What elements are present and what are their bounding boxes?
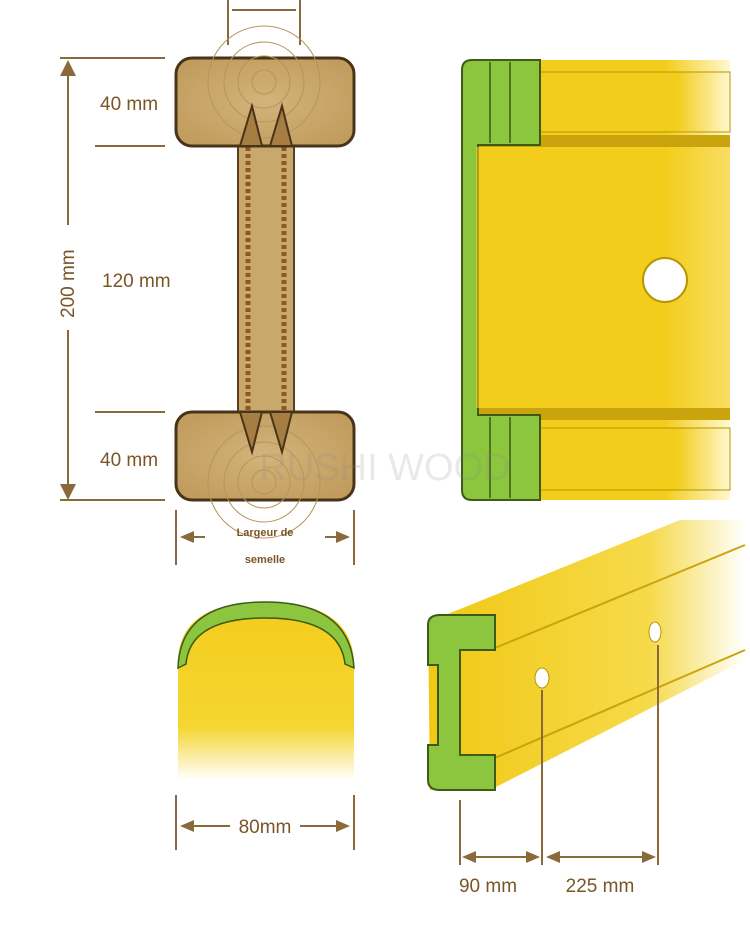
hole	[642, 257, 688, 303]
beam-perspective-view	[427, 520, 746, 865]
end-cap-view	[175, 601, 355, 850]
hole-spacing-label: 225 mm	[566, 876, 635, 897]
top-flange	[174, 56, 356, 148]
i-beam-cross-section	[60, 0, 356, 565]
web-label: 120 mm	[102, 271, 171, 292]
beam-side-view	[461, 59, 731, 501]
total-height-label: 200 mm	[58, 249, 79, 318]
flange-width-label-1: Largeur de	[237, 527, 294, 539]
hole-offset-label: 90 mm	[459, 876, 517, 897]
bottom-flange-label: 40 mm	[100, 450, 158, 471]
flange-width-label-2: semelle	[245, 554, 285, 566]
watermark: RUSHI WOOD	[259, 447, 510, 489]
top-flange-label: 40 mm	[100, 94, 158, 115]
end-cap-width-label: 80mm	[239, 817, 292, 838]
top-width-dimension	[227, 0, 301, 45]
